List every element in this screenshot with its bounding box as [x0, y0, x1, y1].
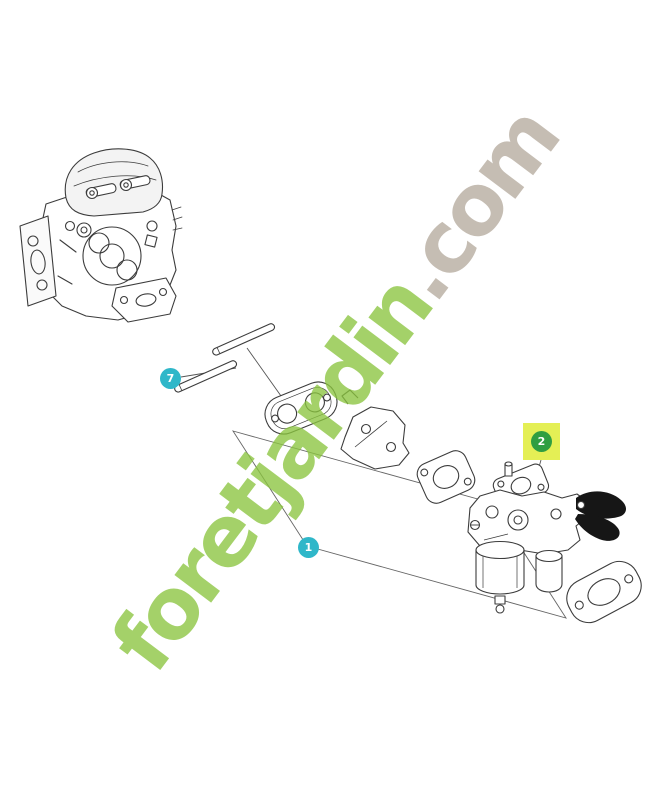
exhaust-gasket-drawing — [264, 381, 338, 435]
part-callout-2[interactable]: 2 — [531, 431, 552, 452]
part-callout-1[interactable]: 1 — [298, 537, 319, 558]
carburetor-drawing — [467, 461, 627, 614]
manifold-gasket-drawing — [566, 560, 642, 624]
push-rods-drawing — [174, 323, 276, 393]
carb-gasket-drawing — [416, 450, 476, 504]
heat-shield-drawing — [340, 389, 410, 470]
part-callout-2-label: 2 — [537, 435, 546, 448]
part-callout-7[interactable]: 7 — [160, 368, 181, 389]
mounting-plane-outline — [231, 430, 568, 619]
part-callout-1-label: 1 — [304, 541, 313, 554]
part-callout-2-highlight[interactable]: 2 — [523, 423, 560, 460]
part-callout-7-label: 7 — [166, 372, 175, 385]
cylinder-head-drawing — [19, 148, 183, 323]
